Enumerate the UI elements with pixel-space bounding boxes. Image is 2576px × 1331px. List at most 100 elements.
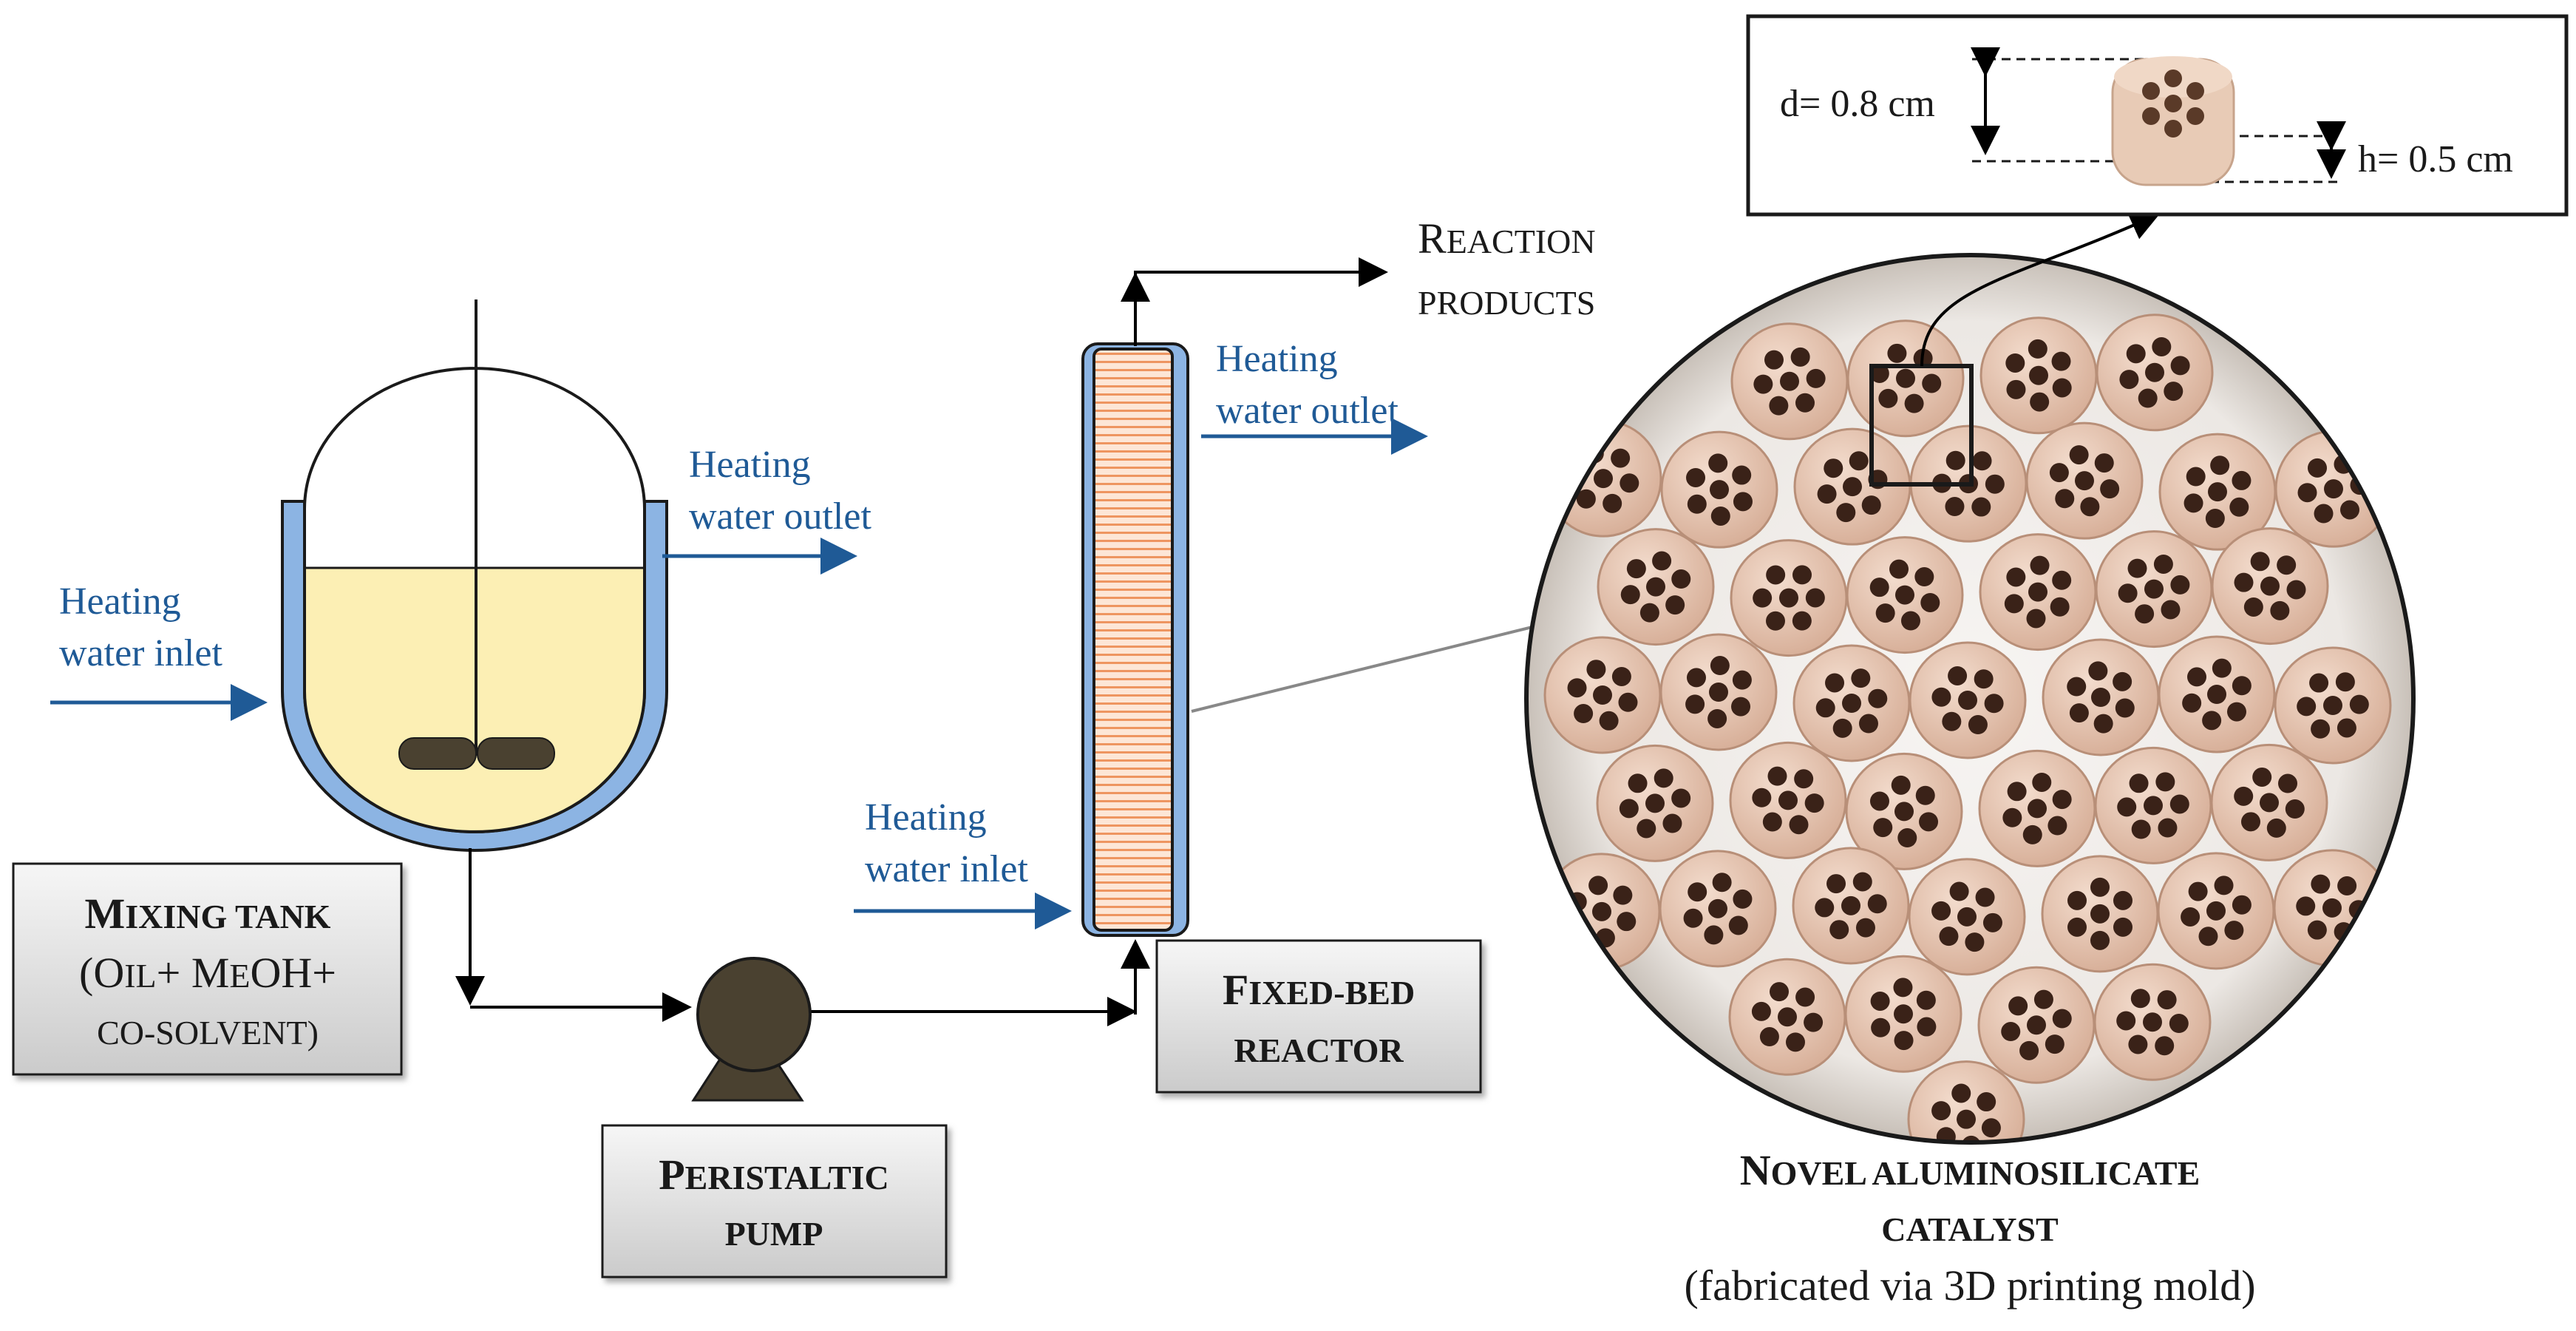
pellet-hole <box>2022 824 2042 844</box>
pellet-hole <box>2005 353 2025 373</box>
pellet-hole <box>1945 450 1965 470</box>
pellet-hole <box>2051 351 2071 371</box>
pellet-hole <box>1855 918 1875 938</box>
plate-rim <box>1524 253 2416 1145</box>
pellet-hole <box>1767 766 1787 786</box>
pellet-hole <box>1873 818 1893 838</box>
pellet-hole <box>2049 463 2069 483</box>
pellet-hole <box>1914 567 1934 587</box>
pellet-hole <box>1710 506 1730 526</box>
pellet-hole <box>2155 1036 2175 1056</box>
pellet-hole <box>1759 1027 1779 1047</box>
tank-outlet-label-1: Heating <box>689 444 811 486</box>
pellet-hole <box>1637 819 1656 839</box>
pellet-hole <box>1639 603 1659 623</box>
inset-pellet <box>2111 56 2235 186</box>
pellet-hole <box>2286 580 2306 600</box>
pellet-hole <box>1931 901 1951 921</box>
pellet-hole <box>1752 788 1772 807</box>
impeller-blade-right <box>477 737 555 770</box>
pellet-hole <box>1931 687 1951 707</box>
pellet-hole <box>1654 768 1673 788</box>
pellet-hole <box>1662 813 1682 833</box>
pellet-hole <box>1896 368 1915 388</box>
pellet-hole <box>1794 769 1814 789</box>
pellet-hole <box>2202 711 2222 731</box>
impeller-blade-left <box>398 737 477 770</box>
pellet-hole <box>1732 465 1752 485</box>
tank-outlet-label-2: water outlet <box>689 495 871 538</box>
pellet-hole <box>1688 882 1707 902</box>
pellet-hole <box>1685 694 1705 714</box>
pellet-hole <box>1805 588 1825 608</box>
pellet-hole <box>1704 925 1724 945</box>
pellet-hole <box>2091 688 2110 707</box>
pipe-reactor-outlet <box>1134 257 1388 346</box>
pellet-hole <box>2186 467 2206 487</box>
pellet-hole <box>1599 711 1619 731</box>
pellet-hole <box>1731 697 1751 717</box>
pellet-hole <box>2266 818 2286 838</box>
pellet-hole <box>2224 921 2244 941</box>
pellet-hole <box>2027 1015 2046 1035</box>
pellet-hole <box>2206 901 2226 921</box>
pellet-hole <box>2349 694 2369 714</box>
pellet-hole <box>1576 489 1596 509</box>
pellet-hole <box>2335 672 2355 692</box>
pellet-hole <box>1617 912 1637 932</box>
pellet-hole <box>1891 775 1911 795</box>
pellet-hole <box>1824 458 1843 478</box>
pellet-hole <box>2296 896 2316 916</box>
pellet-hole <box>2309 673 2329 693</box>
pellet-hole <box>2145 362 2164 382</box>
pellet-hole <box>2314 504 2334 524</box>
pellet-hole <box>2128 1034 2148 1054</box>
pellet-hole <box>2094 453 2114 473</box>
pellet-hole <box>2232 676 2252 696</box>
pellet-hole <box>2252 767 2272 787</box>
pellet-hole <box>1593 685 1612 705</box>
pellet-hole <box>2144 796 2163 816</box>
pellet-hole <box>2026 609 2046 629</box>
pellet-hole <box>2234 786 2254 806</box>
pellet-hole <box>2278 773 2298 793</box>
pellet-hole <box>2138 388 2158 408</box>
pellet-hole <box>1917 1017 1937 1037</box>
pellet-hole <box>2088 661 2108 681</box>
pellet-hole <box>1981 1118 2001 1138</box>
pellet-hole <box>2052 378 2072 398</box>
pellet-hole <box>2116 1011 2136 1031</box>
pellet-hole <box>1665 595 1685 615</box>
pellet-hole <box>1841 895 1860 915</box>
pellet-hole <box>1770 982 1790 1002</box>
pellet-hole <box>2161 600 2181 620</box>
pellet-hole <box>1948 666 1968 685</box>
pellet-hole <box>2113 671 2132 691</box>
pellet-hole <box>1972 451 1992 471</box>
pellet-hole <box>2080 497 2100 517</box>
pellet-hole <box>2045 1034 2064 1054</box>
products-label-line1: REACTION <box>1418 214 1596 263</box>
pellet-hole <box>1751 1001 1771 1021</box>
pellet-hole <box>1916 990 1936 1010</box>
pellet-hole <box>1957 1109 1976 1129</box>
pellet-hole <box>2214 876 2234 895</box>
pellet-hole <box>1626 559 1646 579</box>
pellet-hole <box>1804 1012 1824 1032</box>
pellet-hole <box>2311 874 2331 894</box>
pellet-hole <box>2339 500 2359 520</box>
pellet-hole <box>2158 818 2178 838</box>
pellet-hole <box>2033 989 2053 1009</box>
pellet-hole <box>1826 874 1846 894</box>
pellet-hole <box>2297 483 2317 503</box>
pellet-hole <box>1851 668 1871 688</box>
pellet-hole <box>1958 691 1977 710</box>
pellet-hole <box>2090 877 2110 897</box>
pellet-hole <box>1671 569 1691 589</box>
pellet-hole <box>1594 469 1613 489</box>
pellet-hole <box>1829 920 1849 940</box>
pellet-hole <box>1611 448 1631 468</box>
pellet-hole <box>1832 718 1852 738</box>
catalyst-pellets <box>1543 314 2393 1142</box>
pellet-hole <box>1733 492 1753 512</box>
